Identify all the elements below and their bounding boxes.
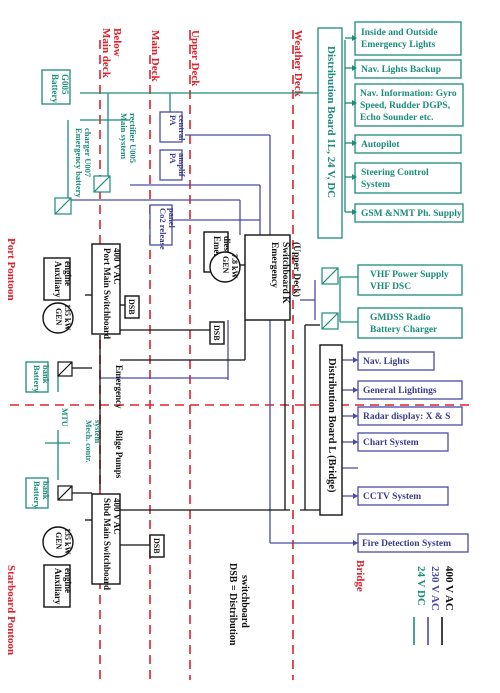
arrowheads <box>352 35 358 546</box>
nav-info-box <box>354 83 464 127</box>
gen-port-label: GEN135 kW <box>54 304 72 330</box>
gsm-label: GSM &NMT Ph. Supply <box>361 209 462 219</box>
dsb-2 <box>209 321 225 345</box>
ac230-loads: PAcentral PAamplif Co2 releasepanel Nav.… <box>149 111 469 553</box>
emergency-lights-box <box>354 21 462 56</box>
deck-label-below-main: BelowMain deck <box>100 28 123 79</box>
deck-label-starboard: Starboard Pontoon <box>5 565 17 655</box>
emergency-diesel-label: Emergdiesel <box>212 236 232 262</box>
pa-amplif-label: PAamplif <box>168 153 187 177</box>
port-main-switchboard <box>91 243 121 335</box>
nav-backup-label: Nav. Lights Backup <box>361 65 441 75</box>
emergency-label: Emergency <box>114 365 124 409</box>
deck-label-port: Port Pontoon <box>5 238 17 301</box>
general-lightings-label: General Lightings <box>363 386 437 396</box>
dsb-1 <box>124 295 140 319</box>
ac400-equipment: Auxiliaryengine Auxiliaryengine Emergdie… <box>43 231 343 608</box>
distribution-board-l <box>319 344 343 516</box>
bilge-pumps-label: Bilge Pumps <box>114 430 124 479</box>
autopilot-label: Autopilot <box>361 140 400 150</box>
battery-bank-stbd-label: Batterybank <box>32 481 51 509</box>
pa-central-box <box>159 111 183 143</box>
distribution-board-l-label: Distribution Board L (Bridge) <box>326 358 337 493</box>
aux-engine-stbd-label: Auxiliaryengine <box>53 568 73 605</box>
battery-bank-port-label: Batterybank <box>32 365 51 393</box>
aux-engine-port <box>43 257 71 301</box>
nav-lights-box <box>357 351 435 371</box>
battery-g005 <box>41 69 71 105</box>
converters <box>54 175 339 501</box>
dsb-3-label: DSB <box>152 538 161 554</box>
legend-230vac: 230 V AC <box>429 566 441 611</box>
pa-central-label: PAcentral <box>168 115 187 141</box>
co2-panel-label: Co2 releasepanel <box>158 208 177 250</box>
main-rectifier-label: Main systemrectifier U005 <box>119 113 138 163</box>
stbd-main-switchboard <box>91 493 121 585</box>
wires-400vac <box>58 264 320 546</box>
distribution-board-1l-label: Distribution Board 1L, 24 V, DC <box>325 46 337 198</box>
deck-label-bridge: Bridge <box>354 560 366 592</box>
deck-label-weather: Weather Deck <box>292 30 304 98</box>
battery-bank-port <box>25 361 49 393</box>
wires-24vdc <box>45 37 358 495</box>
legend-24vdc: 24 V DC <box>415 566 427 606</box>
gen-port-circle <box>42 302 74 334</box>
steering-box <box>354 162 462 194</box>
aux-engine-port-label: Auxiliaryengine <box>53 261 73 298</box>
legend-400vac: 400 V AC <box>443 566 455 611</box>
mtu-label: MTU <box>60 408 69 427</box>
emergency-charger-label: Emergency batterycharger U007 <box>74 128 93 198</box>
nav-lights-label: Nav. Lights <box>363 357 410 367</box>
aux-engine-stbd <box>43 564 71 608</box>
dsb-1-label: DSB <box>127 299 136 315</box>
mech-control-label: Mech. contr.system <box>84 420 102 463</box>
generators: GEN135 kW GEN135 kW GEN7.8 kW <box>42 251 241 558</box>
vhf-box <box>357 264 463 296</box>
port-main-switchboard-label: Port Main Switchboard400 V AC <box>102 248 122 339</box>
gen-emerg-circle <box>209 251 241 283</box>
voltage-legend: 400 V AC 230 V AC 24 V DC <box>413 566 455 645</box>
co2-panel-box <box>149 204 173 246</box>
dsb-3 <box>149 534 165 558</box>
battery-g005-label: BatteryG005 <box>50 74 70 103</box>
gen-emerg-label: GEN7.8 kW <box>221 254 239 278</box>
deck-label-upper: Upper Deck <box>189 30 201 87</box>
stbd-main-switchboard-label: Stbd Main Switchboard400 V AC <box>102 498 122 590</box>
gmdss-box <box>357 307 463 339</box>
deck-label-main: Main Deck <box>149 30 161 83</box>
radar-label: Radar display: X & S <box>363 412 450 422</box>
chart-system-label: Chart System <box>363 438 419 448</box>
gen-stbd-circle <box>42 526 74 558</box>
battery-bank-stbd <box>25 477 49 509</box>
cctv-label: CCTV System <box>363 492 421 502</box>
emergency-switchboard-k <box>244 234 291 321</box>
dsb-legend: DSB = Distributionswitchboard <box>227 563 250 646</box>
wires-230vac <box>60 134 358 544</box>
gen-stbd-label: GEN135 kW <box>54 528 72 554</box>
emergency-switchboard-k-label: EmergencySwitchboard K(Upper Deck) <box>269 242 302 304</box>
fire-detection-label: Fire Detection System <box>362 539 451 549</box>
pa-amplif-box <box>159 149 183 181</box>
dsb-2-label: DSB <box>212 325 221 341</box>
distribution-board-1l <box>317 27 343 239</box>
